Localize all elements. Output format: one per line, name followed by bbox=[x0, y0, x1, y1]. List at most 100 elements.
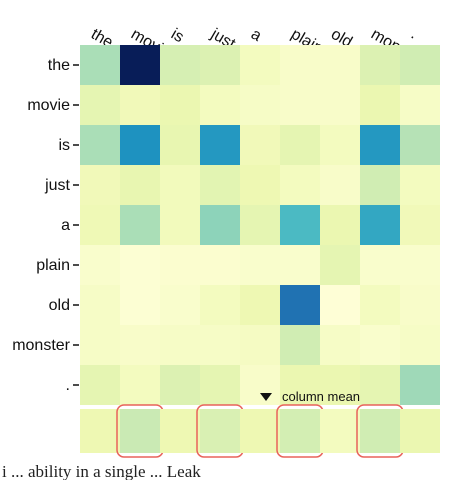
heatmap-cell bbox=[80, 205, 120, 245]
heatmap-cell bbox=[400, 45, 440, 85]
heatmap-cell bbox=[160, 45, 200, 85]
heatmap-cell bbox=[80, 85, 120, 125]
down-triangle-icon bbox=[260, 393, 272, 401]
heatmap-cell bbox=[360, 365, 400, 405]
column-mean-cell bbox=[360, 409, 400, 453]
heatmap-cell bbox=[120, 365, 160, 405]
heatmap-cell bbox=[400, 325, 440, 365]
heatmap-cell bbox=[360, 285, 400, 325]
heatmap-cell bbox=[120, 325, 160, 365]
heatmap-cell bbox=[240, 45, 280, 85]
heatmap-cell bbox=[280, 365, 320, 405]
heatmap-cell bbox=[320, 245, 360, 285]
heatmap-cell bbox=[160, 325, 200, 365]
heatmap-cell bbox=[80, 45, 120, 85]
heatmap-cell bbox=[240, 365, 280, 405]
row-label: just bbox=[44, 177, 70, 194]
column-mean-strip bbox=[80, 404, 440, 458]
column-mean-cell bbox=[160, 409, 200, 453]
heatmap-cell bbox=[200, 325, 240, 365]
heatmap-cell bbox=[160, 365, 200, 405]
column-mean-cell bbox=[320, 409, 360, 453]
heatmap-cell bbox=[280, 165, 320, 205]
heatmap-cell bbox=[360, 165, 400, 205]
caption-fragment: i ... ability in a single ... Leak bbox=[2, 464, 201, 480]
heatmap-cell bbox=[200, 205, 240, 245]
heatmap-cell bbox=[280, 85, 320, 125]
heatmap-cell bbox=[240, 85, 280, 125]
row-label: monster bbox=[12, 337, 70, 354]
column-mean-cell bbox=[80, 409, 120, 453]
heatmap-cells bbox=[80, 45, 440, 405]
heatmap-cell bbox=[80, 325, 120, 365]
heatmap-cell bbox=[200, 285, 240, 325]
heatmap-cell bbox=[240, 125, 280, 165]
column-mean-cell bbox=[240, 409, 280, 453]
heatmap-cell bbox=[160, 205, 200, 245]
heatmap-cell bbox=[240, 245, 280, 285]
heatmap-cell bbox=[80, 165, 120, 205]
heatmap-cell bbox=[320, 85, 360, 125]
heatmap-cell bbox=[360, 45, 400, 85]
heatmap-cell bbox=[120, 205, 160, 245]
heatmap-cell bbox=[80, 245, 120, 285]
heatmap-cell bbox=[360, 85, 400, 125]
heatmap-cell bbox=[240, 285, 280, 325]
heatmap-cell bbox=[120, 85, 160, 125]
heatmap-cell bbox=[160, 285, 200, 325]
heatmap-cell bbox=[80, 125, 120, 165]
row-label: a bbox=[61, 217, 70, 234]
column-mean-cell bbox=[400, 409, 440, 453]
heatmap-cell bbox=[400, 285, 440, 325]
row-label: is bbox=[58, 137, 70, 154]
heatmap-cell bbox=[360, 125, 400, 165]
heatmap-cell bbox=[240, 165, 280, 205]
heatmap-cell bbox=[400, 205, 440, 245]
heatmap-cell bbox=[120, 45, 160, 85]
column-mean-cell bbox=[120, 409, 160, 453]
row-label: the bbox=[48, 57, 70, 74]
heatmap-cell bbox=[160, 165, 200, 205]
heatmap-cell bbox=[400, 165, 440, 205]
heatmap-cell bbox=[120, 285, 160, 325]
heatmap-cell bbox=[200, 365, 240, 405]
heatmap-cell bbox=[120, 245, 160, 285]
heatmap-cell bbox=[320, 45, 360, 85]
heatmap-cell bbox=[200, 165, 240, 205]
heatmap-cell bbox=[280, 125, 320, 165]
heatmap-cell bbox=[200, 245, 240, 285]
heatmap-cell bbox=[120, 165, 160, 205]
column-mean-label: column mean bbox=[282, 389, 360, 404]
column-mean-cell bbox=[200, 409, 240, 453]
row-label: . bbox=[66, 377, 70, 394]
heatmap-cell bbox=[280, 245, 320, 285]
heatmap-cell bbox=[320, 285, 360, 325]
heatmap-cell bbox=[80, 365, 120, 405]
row-label: old bbox=[49, 297, 70, 314]
heatmap-cell bbox=[200, 85, 240, 125]
column-label: . bbox=[408, 26, 420, 43]
heatmap-cell bbox=[280, 45, 320, 85]
column-mean-annotation: column mean bbox=[260, 389, 360, 404]
heatmap-cell bbox=[320, 205, 360, 245]
heatmap-cell bbox=[320, 125, 360, 165]
heatmap-cell bbox=[120, 125, 160, 165]
heatmap-cell bbox=[160, 125, 200, 165]
heatmap-cell bbox=[400, 125, 440, 165]
row-label: plain bbox=[36, 257, 70, 274]
heatmap-cell bbox=[160, 245, 200, 285]
heatmap-cell bbox=[160, 85, 200, 125]
column-label: is bbox=[168, 26, 187, 47]
heatmap-cell bbox=[280, 205, 320, 245]
heatmap-cell bbox=[320, 165, 360, 205]
heatmap-cell bbox=[200, 125, 240, 165]
heatmap-cell bbox=[80, 285, 120, 325]
heatmap-cell bbox=[400, 365, 440, 405]
heatmap-cell bbox=[360, 205, 400, 245]
heatmap-cell bbox=[200, 45, 240, 85]
heatmap-cell bbox=[240, 205, 280, 245]
heatmap-cell bbox=[280, 325, 320, 365]
heatmap-cell bbox=[320, 325, 360, 365]
